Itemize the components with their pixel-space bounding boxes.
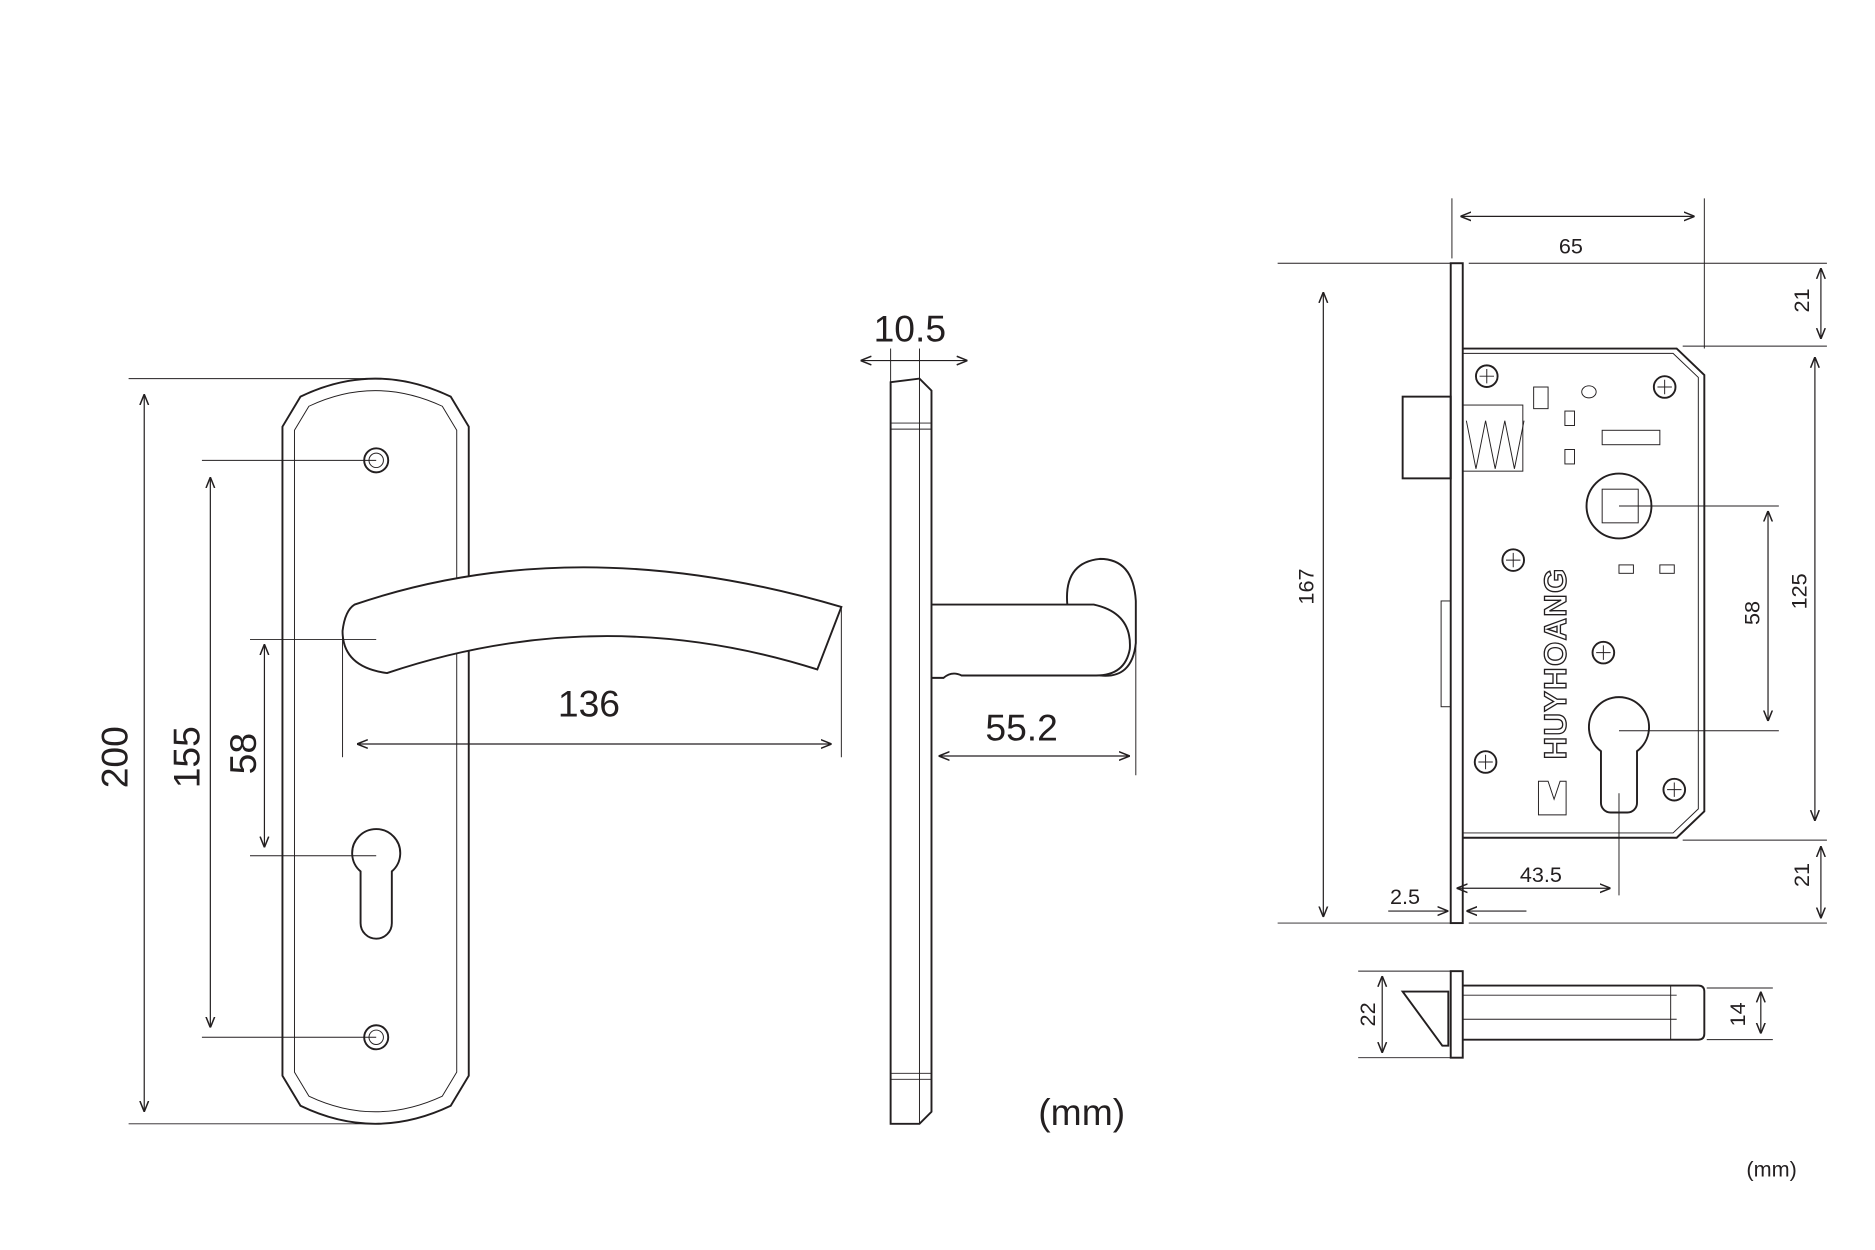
mortise-lock-front: HUYHOANG 65 21 21 167 125 58 43.5 2.5	[1277, 198, 1827, 925]
backplate-inner	[293, 390, 458, 1113]
dim-center-distance: 58	[1740, 601, 1765, 625]
dim-case-width: 14	[1725, 1002, 1750, 1026]
dim-cylinder-backset: 43.5	[1520, 862, 1562, 887]
lock-case	[1462, 347, 1706, 839]
latch-bolt	[1401, 395, 1452, 480]
dim-bottom-offset: 21	[1789, 863, 1814, 887]
unit-label-lock: (mm)	[1746, 1157, 1796, 1182]
faceplate	[1449, 262, 1464, 925]
handle-front-view: 200 155 58 136	[93, 377, 843, 1125]
cylinder-hole	[1587, 696, 1650, 814]
dim-faceplate-width: 22	[1355, 1002, 1380, 1026]
side-plate	[889, 377, 933, 1125]
backplate-outline	[281, 377, 470, 1125]
keyhole	[351, 828, 402, 940]
lever	[341, 566, 843, 675]
screws	[1473, 364, 1687, 802]
handle-side-view: 10.5 55.2 (mm)	[860, 307, 1137, 1133]
dim-faceplate-height: 167	[1294, 568, 1319, 604]
dim-lever-projection: 55.2	[985, 706, 1058, 748]
brand-logo: HUYHOANG	[1538, 568, 1573, 760]
unit-label-handle: (mm)	[1038, 1091, 1125, 1133]
dim-case-height: 125	[1786, 573, 1811, 609]
dim-screw-spacing: 155	[166, 726, 208, 788]
spring	[1465, 420, 1525, 469]
dim-backset: 65	[1559, 234, 1583, 259]
latch-bevel	[1400, 990, 1450, 1047]
mortise-lock-bottom: 22 14 (mm)	[1355, 970, 1797, 1182]
side-lever	[931, 603, 1131, 679]
dim-lever-length: 136	[558, 682, 620, 724]
dim-top-offset: 21	[1789, 288, 1814, 312]
dim-plate-thickness: 10.5	[874, 307, 947, 349]
dim-handle-to-key: 58	[222, 733, 264, 774]
spring-housing	[1462, 404, 1524, 472]
side-knob	[1066, 557, 1137, 677]
dim-overall-height: 200	[93, 726, 135, 788]
dim-faceplate-thickness: 2.5	[1390, 884, 1420, 909]
